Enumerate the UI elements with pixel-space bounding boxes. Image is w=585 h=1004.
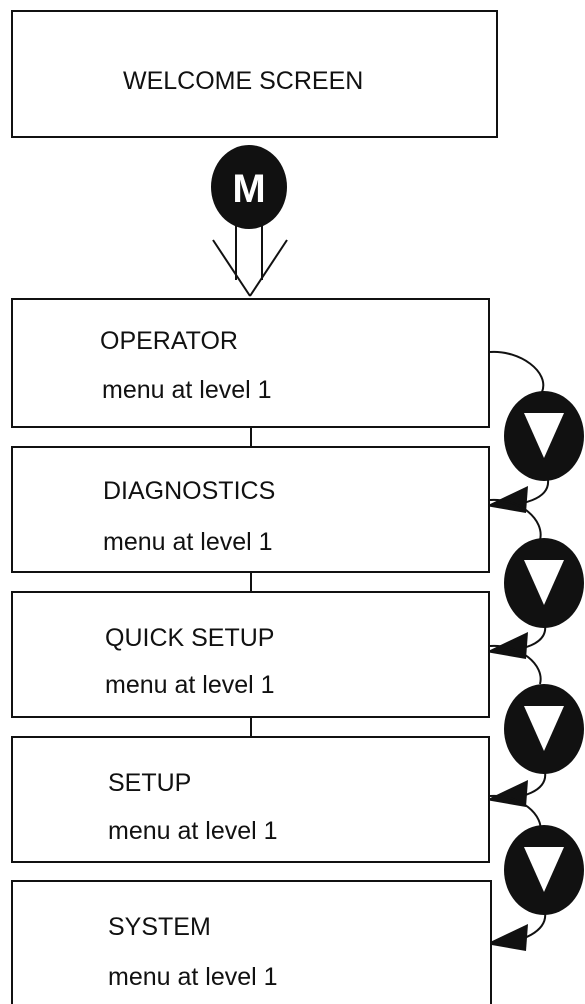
menu-title: OPERATOR (100, 327, 238, 355)
menu-title: SYSTEM (108, 913, 211, 941)
menu-m-label: M (232, 167, 265, 211)
down-triangle-icon (524, 706, 564, 751)
next-link-4 (486, 794, 547, 951)
down-triangle-icon (524, 413, 564, 458)
down-triangle-icon (524, 560, 564, 605)
down-arrow-icon (212, 224, 288, 297)
next-link-1 (486, 350, 550, 513)
menu-subtitle: menu at level 1 (108, 963, 278, 991)
menu-subtitle: menu at level 1 (102, 376, 272, 404)
welcome-screen-label: WELCOME SCREEN (123, 67, 364, 95)
down-triangle-icon (524, 847, 564, 892)
menu-subtitle: menu at level 1 (103, 528, 273, 556)
menu-m-button[interactable]: M (211, 145, 287, 229)
menu-title: SETUP (108, 769, 192, 797)
menu-subtitle: menu at level 1 (105, 671, 275, 699)
menu-box-diagnostics[interactable]: DIAGNOSTICS menu at level 1 (11, 446, 490, 573)
down-triangle-button[interactable] (504, 684, 584, 774)
down-triangle-button[interactable] (504, 538, 584, 628)
menu-subtitle: menu at level 1 (108, 817, 278, 845)
next-link-3 (486, 644, 547, 807)
menu-box-system[interactable]: SYSTEM menu at level 1 (11, 880, 492, 1004)
next-link-2 (486, 498, 547, 659)
menu-box-setup[interactable]: SETUP menu at level 1 (11, 736, 490, 863)
menu-title: DIAGNOSTICS (103, 477, 276, 505)
menu-title: QUICK SETUP (105, 624, 275, 652)
menu-box-operator[interactable]: OPERATOR menu at level 1 (11, 298, 490, 428)
down-triangle-button[interactable] (504, 391, 584, 481)
down-triangle-button[interactable] (504, 825, 584, 915)
welcome-screen-box[interactable]: WELCOME SCREEN (11, 10, 498, 138)
menu-box-quick-setup[interactable]: QUICK SETUP menu at level 1 (11, 591, 490, 718)
